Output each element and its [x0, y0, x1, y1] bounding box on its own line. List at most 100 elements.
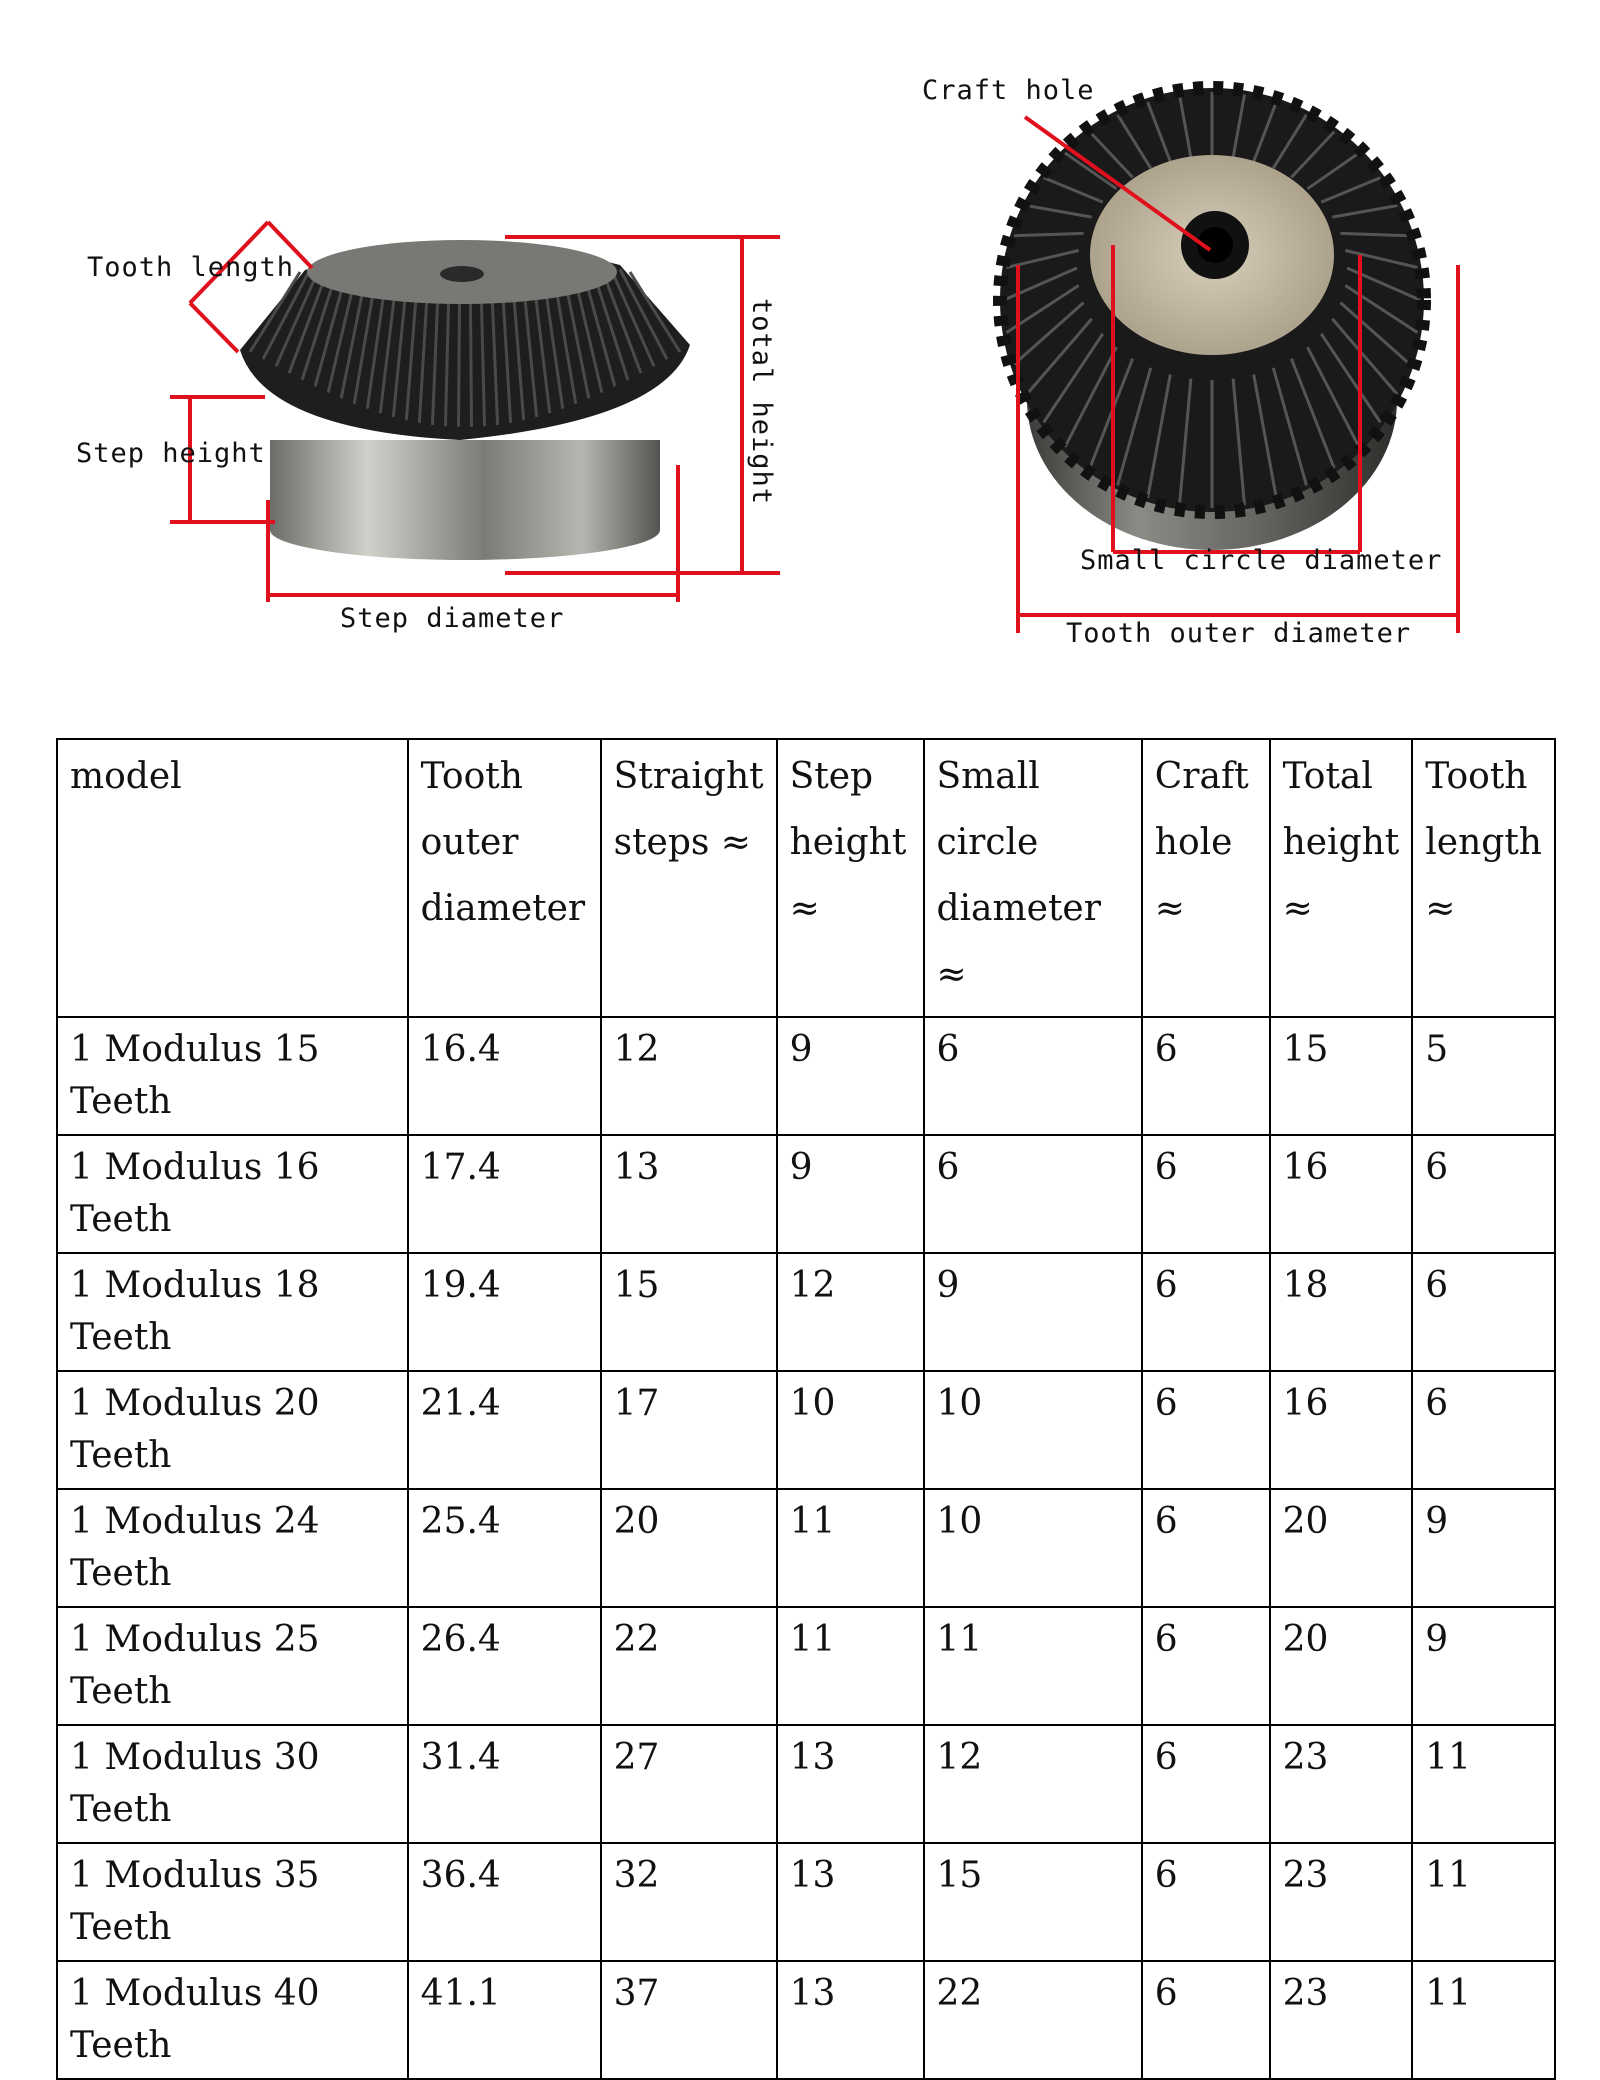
value-cell: 12: [599, 1016, 778, 1136]
value-cell: 9: [775, 1134, 925, 1254]
value-cell: 22: [599, 1606, 778, 1726]
value-cell: 11: [922, 1606, 1143, 1726]
model-cell: 1 Modulus 25 Teeth: [56, 1606, 409, 1726]
value-cell: 32: [599, 1842, 778, 1962]
value-cell: 6: [922, 1134, 1143, 1254]
value-cell: 16: [1268, 1134, 1414, 1254]
value-cell: 15: [599, 1252, 778, 1372]
model-cell: 1 Modulus 35 Teeth: [56, 1842, 409, 1962]
gear-diagram-area: Tooth length Step height total height St…: [0, 0, 1600, 700]
column-header: Craft hole ≈: [1140, 738, 1271, 1018]
value-cell: 6: [1140, 1960, 1271, 2080]
value-cell: 6: [922, 1016, 1143, 1136]
dimension-lines: [170, 115, 1460, 633]
value-cell: 13: [775, 1842, 925, 1962]
value-cell: 11: [1411, 1724, 1556, 1844]
value-cell: 41.1: [406, 1960, 602, 2080]
value-cell: 13: [599, 1134, 778, 1254]
column-header: Tooth outer diameter: [406, 738, 602, 1018]
value-cell: 6: [1140, 1370, 1271, 1490]
value-cell: 10: [922, 1488, 1143, 1608]
value-cell: 22: [922, 1960, 1143, 2080]
step-diameter-label: Step diameter: [340, 603, 565, 634]
value-cell: 11: [775, 1606, 925, 1726]
column-header: Tooth length ≈: [1411, 738, 1556, 1018]
total-height-label: total height: [746, 298, 777, 506]
value-cell: 9: [1411, 1606, 1556, 1726]
value-cell: 11: [775, 1488, 925, 1608]
value-cell: 18: [1268, 1252, 1414, 1372]
column-header: model: [56, 738, 409, 1018]
value-cell: 9: [922, 1252, 1143, 1372]
left-gear-illustration: [240, 240, 690, 560]
column-header: Straight steps ≈: [599, 738, 778, 1018]
tooth-length-label: Tooth length: [87, 252, 295, 283]
value-cell: 15: [922, 1842, 1143, 1962]
column-header: Total height ≈: [1268, 738, 1414, 1018]
value-cell: 15: [1268, 1016, 1414, 1136]
model-cell: 1 Modulus 30 Teeth: [56, 1724, 409, 1844]
value-cell: 19.4: [406, 1252, 602, 1372]
right-gear-illustration: [993, 81, 1431, 550]
craft-hole-label: Craft hole: [922, 75, 1095, 106]
value-cell: 23: [1268, 1960, 1414, 2080]
value-cell: 31.4: [406, 1724, 602, 1844]
value-cell: 5: [1411, 1016, 1556, 1136]
value-cell: 6: [1140, 1488, 1271, 1608]
value-cell: 9: [775, 1016, 925, 1136]
value-cell: 23: [1268, 1724, 1414, 1844]
value-cell: 13: [775, 1960, 925, 2080]
value-cell: 17.4: [406, 1134, 602, 1254]
step-height-label: Step height: [76, 438, 266, 469]
model-cell: 1 Modulus 20 Teeth: [56, 1370, 409, 1490]
value-cell: 17: [599, 1370, 778, 1490]
value-cell: 6: [1411, 1370, 1556, 1490]
tooth-outer-diameter-label: Tooth outer diameter: [1066, 618, 1412, 649]
value-cell: 23: [1268, 1842, 1414, 1962]
value-cell: 26.4: [406, 1606, 602, 1726]
model-cell: 1 Modulus 18 Teeth: [56, 1252, 409, 1372]
value-cell: 16.4: [406, 1016, 602, 1136]
value-cell: 36.4: [406, 1842, 602, 1962]
value-cell: 25.4: [406, 1488, 602, 1608]
gear-diagram-svg: [170, 81, 1460, 633]
small-circle-diameter-label: Small circle diameter: [1080, 545, 1443, 576]
value-cell: 10: [922, 1370, 1143, 1490]
value-cell: 6: [1411, 1134, 1556, 1254]
model-cell: 1 Modulus 40 Teeth: [56, 1960, 409, 2080]
model-cell: 1 Modulus 15 Teeth: [56, 1016, 409, 1136]
value-cell: 20: [1268, 1488, 1414, 1608]
value-cell: 20: [599, 1488, 778, 1608]
column-header: Step height ≈: [775, 738, 925, 1018]
value-cell: 10: [775, 1370, 925, 1490]
value-cell: 13: [775, 1724, 925, 1844]
model-cell: 1 Modulus 16 Teeth: [56, 1134, 409, 1254]
value-cell: 6: [1140, 1606, 1271, 1726]
value-cell: 9: [1411, 1488, 1556, 1608]
value-cell: 27: [599, 1724, 778, 1844]
value-cell: 6: [1140, 1724, 1271, 1844]
value-cell: 16: [1268, 1370, 1414, 1490]
value-cell: 11: [1411, 1960, 1556, 2080]
value-cell: 20: [1268, 1606, 1414, 1726]
value-cell: 21.4: [406, 1370, 602, 1490]
value-cell: 6: [1140, 1016, 1271, 1136]
model-cell: 1 Modulus 24 Teeth: [56, 1488, 409, 1608]
value-cell: 12: [922, 1724, 1143, 1844]
value-cell: 37: [599, 1960, 778, 2080]
value-cell: 12: [775, 1252, 925, 1372]
column-header: Small circle diameter ≈: [922, 738, 1143, 1018]
value-cell: 6: [1140, 1842, 1271, 1962]
